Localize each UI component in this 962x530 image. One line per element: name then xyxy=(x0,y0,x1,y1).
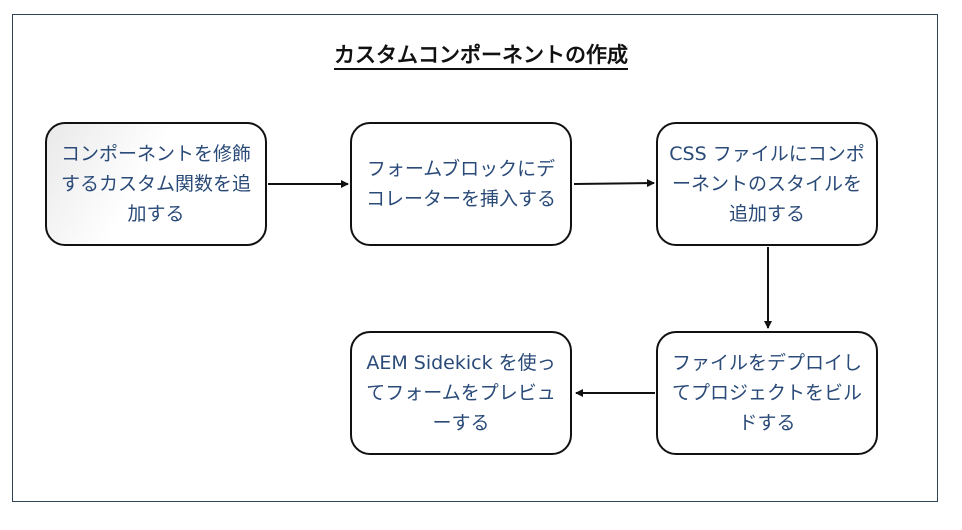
flow-node-label: フォームブロックにデコレーターを挿入する xyxy=(365,158,556,210)
flow-node-label: ファイルをデプロイしてプロジェクトをビルドする xyxy=(671,352,862,434)
flow-node-label: CSS ファイルにコンポーネントのスタイルを追加する xyxy=(669,143,865,225)
flow-node-label: AEM Sidekick を使ってフォームをプレビューする xyxy=(366,352,556,434)
diagram-title: カスタムコンポーネントの作成 xyxy=(334,43,628,70)
flow-node-step4: ファイルをデプロイしてプロジェクトをビルドする xyxy=(656,331,878,455)
flow-node-step5: AEM Sidekick を使ってフォームをプレビューする xyxy=(350,331,572,455)
flow-node-step1: コンポーネントを修飾するカスタム関数を追加する xyxy=(45,122,267,246)
diagram-title-container: カスタムコンポーネントの作成 xyxy=(0,40,962,70)
flow-node-step3: CSS ファイルにコンポーネントのスタイルを追加する xyxy=(656,122,878,246)
flow-node-label: コンポーネントを修飾するカスタム関数を追加する xyxy=(60,143,251,225)
flow-node-step2: フォームブロックにデコレーターを挿入する xyxy=(350,122,572,246)
